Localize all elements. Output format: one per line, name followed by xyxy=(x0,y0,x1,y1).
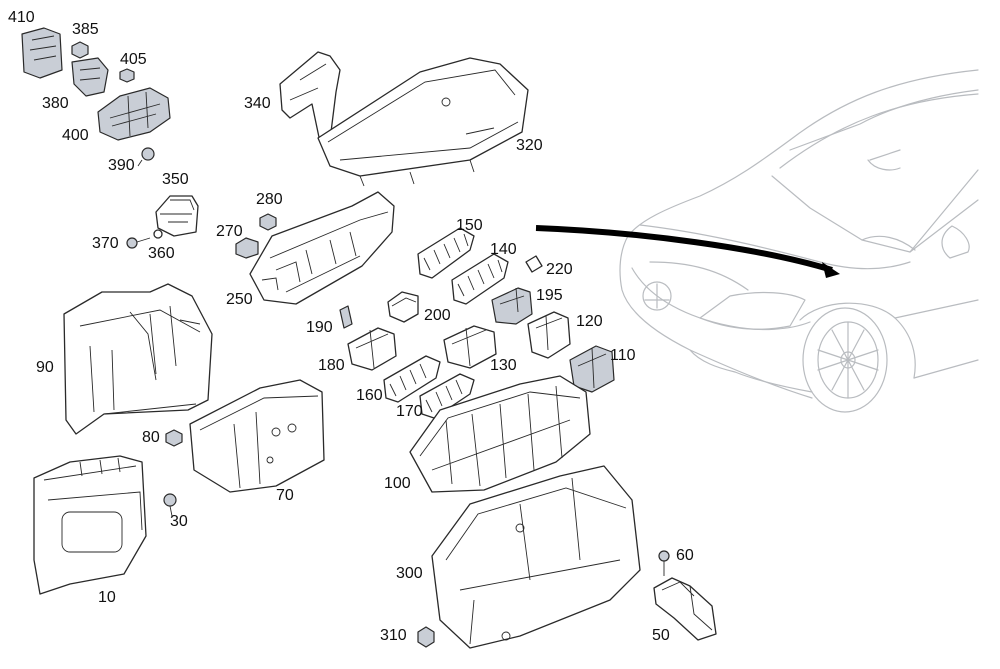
part-380-bracket xyxy=(71,57,109,97)
label-200: 200 xyxy=(424,307,451,324)
part-80-nut xyxy=(165,429,183,447)
label-410: 410 xyxy=(8,9,35,26)
label-405: 405 xyxy=(120,51,147,68)
label-350: 350 xyxy=(162,171,189,188)
part-60-screw xyxy=(658,550,670,576)
part-270-grommet xyxy=(235,237,259,259)
label-380: 380 xyxy=(42,95,69,112)
part-220-fuse xyxy=(525,255,543,273)
label-385: 385 xyxy=(72,21,99,38)
label-400: 400 xyxy=(62,127,89,144)
label-90: 90 xyxy=(36,359,54,376)
part-405-nut xyxy=(119,68,135,83)
part-100-fuse-box xyxy=(409,375,591,493)
label-340: 340 xyxy=(244,95,271,112)
label-270: 270 xyxy=(216,223,243,240)
label-50: 50 xyxy=(652,627,670,644)
part-160-fuse-strip xyxy=(383,355,441,403)
label-30: 30 xyxy=(170,513,188,530)
label-195: 195 xyxy=(536,287,563,304)
part-150-fuse-strip xyxy=(417,227,475,279)
part-140-fuse-strip xyxy=(451,253,509,305)
label-80: 80 xyxy=(142,429,160,446)
part-410-bracket xyxy=(21,27,63,79)
label-190: 190 xyxy=(306,319,333,336)
part-10-control-unit xyxy=(33,455,147,595)
part-110-holder xyxy=(569,345,615,393)
part-90-housing xyxy=(63,283,213,435)
label-300: 300 xyxy=(396,565,423,582)
label-220: 220 xyxy=(546,261,573,278)
part-370-screw xyxy=(126,237,151,249)
part-130-holder xyxy=(443,325,497,369)
part-30-screw xyxy=(163,493,177,517)
label-320: 320 xyxy=(516,137,543,154)
label-310: 310 xyxy=(380,627,407,644)
part-190-fuse xyxy=(339,305,353,329)
part-70-module xyxy=(189,379,325,493)
part-390-screw xyxy=(137,147,155,167)
part-350-relay xyxy=(155,195,199,237)
label-10: 10 xyxy=(98,589,116,606)
label-140: 140 xyxy=(490,241,517,258)
label-60: 60 xyxy=(676,547,694,564)
label-250: 250 xyxy=(226,291,253,308)
label-370: 370 xyxy=(92,235,119,252)
vehicle-outline xyxy=(619,69,979,413)
part-120-holder xyxy=(527,311,571,359)
label-170: 170 xyxy=(396,403,423,420)
label-150: 150 xyxy=(456,217,483,234)
part-400-relay-carrier xyxy=(97,87,171,141)
part-170-fuse-strip xyxy=(419,373,475,419)
part-340-bracket xyxy=(279,51,341,143)
part-200-relay xyxy=(387,291,419,323)
part-50-sensor xyxy=(653,577,717,641)
part-360-washer xyxy=(153,229,163,239)
label-360: 360 xyxy=(148,245,175,262)
pointer-arrow xyxy=(535,225,840,278)
part-300-lower-housing xyxy=(431,465,641,649)
label-120: 120 xyxy=(576,313,603,330)
part-180-holder xyxy=(347,327,397,371)
part-310-nut xyxy=(417,626,435,648)
part-195-holder xyxy=(491,287,533,325)
label-70: 70 xyxy=(276,487,294,504)
part-280-cap xyxy=(259,213,277,231)
label-390: 390 xyxy=(108,157,135,174)
part-320-cover xyxy=(317,57,529,187)
label-100: 100 xyxy=(384,475,411,492)
label-180: 180 xyxy=(318,357,345,374)
part-250-fuse-carrier xyxy=(249,191,395,305)
label-280: 280 xyxy=(256,191,283,208)
label-130: 130 xyxy=(490,357,517,374)
part-385-nut xyxy=(71,41,89,59)
label-160: 160 xyxy=(356,387,383,404)
label-110: 110 xyxy=(610,347,636,364)
